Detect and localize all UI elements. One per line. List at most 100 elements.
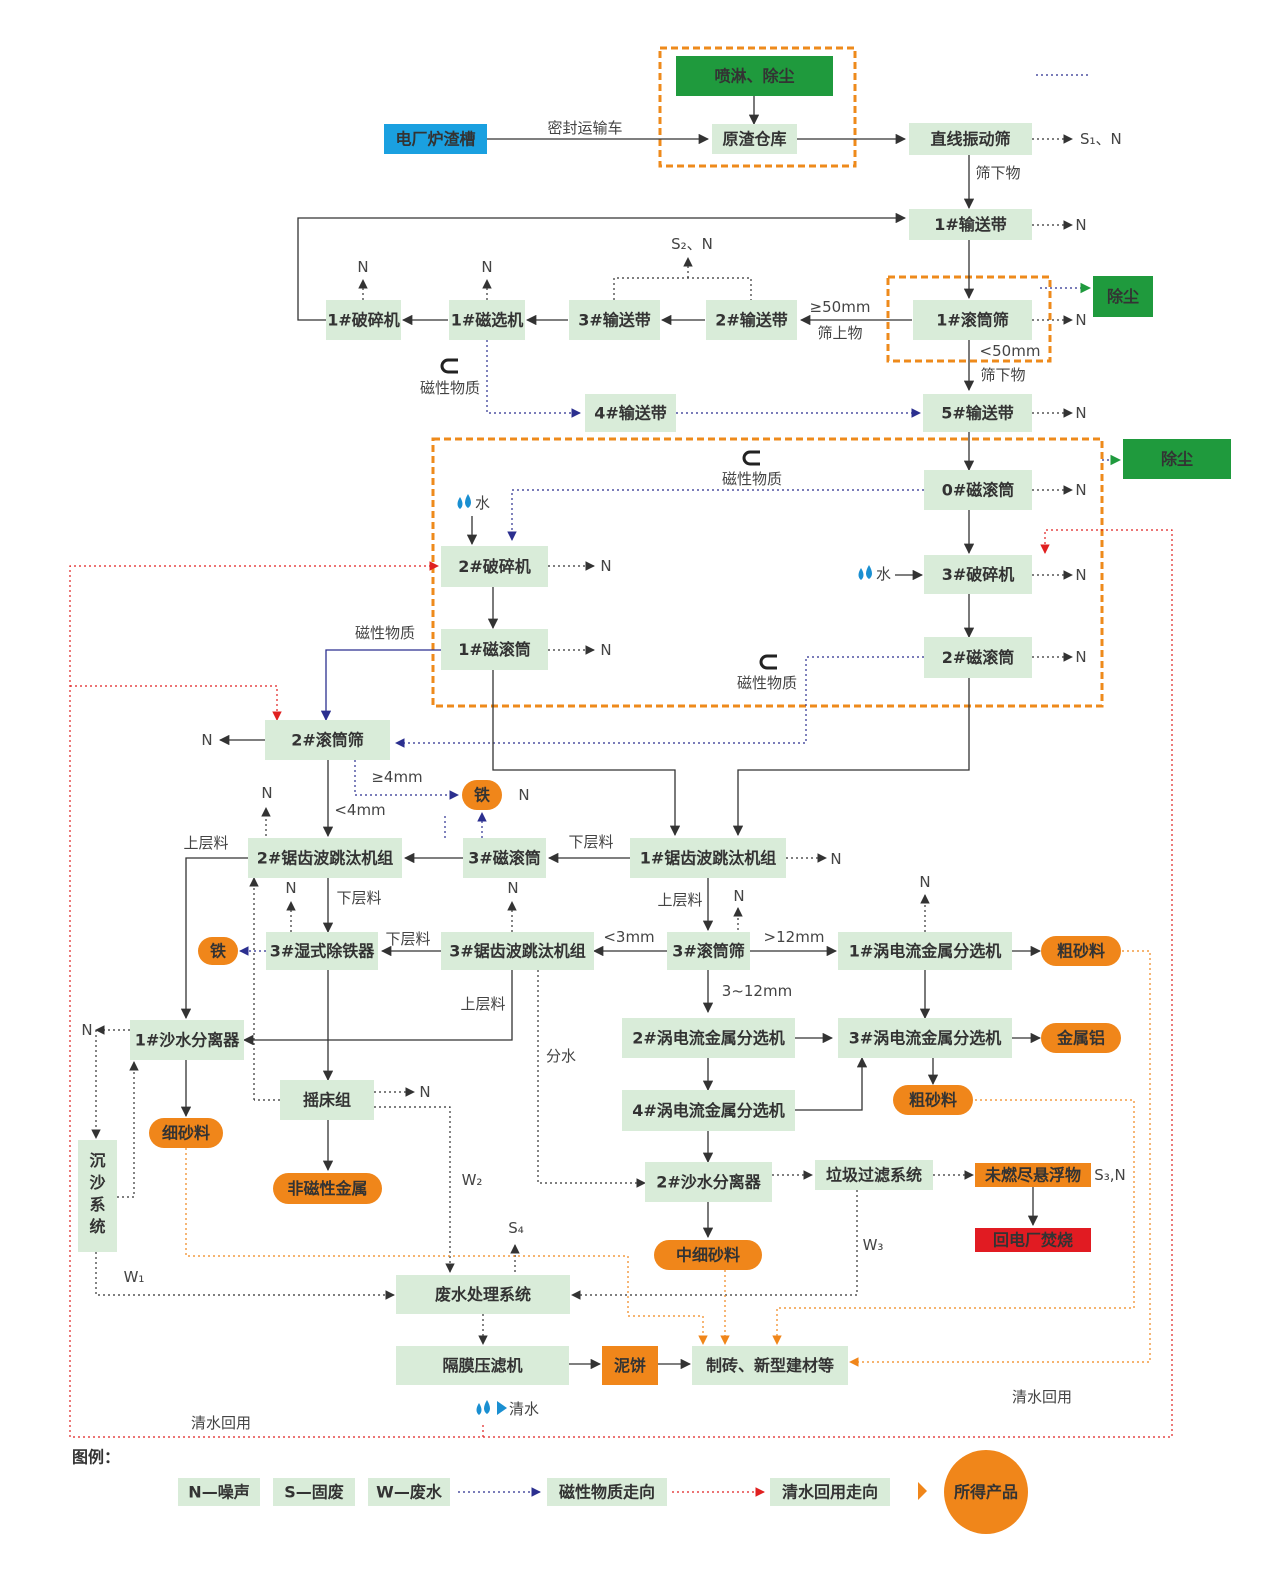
legend-item: W—废水 bbox=[368, 1478, 450, 1506]
legend-product-label: 所得产品 bbox=[954, 1483, 1018, 1502]
node-midfine: 中细砂料 bbox=[654, 1240, 762, 1270]
node-sand1: 1#沙水分离器 bbox=[130, 1020, 244, 1060]
flow-label: 密封运输车 bbox=[547, 119, 622, 137]
noise-label: N bbox=[830, 850, 841, 868]
node-label: 2#锯齿波跳汰机组 bbox=[257, 849, 394, 868]
legend-item: 磁性物质走向 bbox=[547, 1478, 667, 1506]
node-iron2: 铁 bbox=[198, 937, 238, 965]
node-crush3: 3#破碎机 bbox=[924, 555, 1032, 594]
noise-label: N bbox=[733, 887, 744, 905]
flow-label: 水 bbox=[876, 565, 891, 583]
node-label: 2#输送带 bbox=[715, 311, 788, 330]
noise-label: N bbox=[1075, 648, 1086, 666]
node-jig1: 1#锯齿波跳汰机组 bbox=[630, 838, 786, 878]
flow-label: <3mm bbox=[603, 928, 654, 946]
node-label: 制砖、新型建材等 bbox=[706, 1356, 834, 1375]
node-wastewater: 废水处理系统 bbox=[396, 1275, 570, 1314]
node-label: 1#磁选机 bbox=[451, 311, 524, 330]
flow-label: 3~12mm bbox=[722, 982, 792, 1000]
flow-label: S₄ bbox=[508, 1219, 524, 1237]
node-label: 2#沙水分离器 bbox=[656, 1173, 762, 1192]
node-incin: 回电厂焚烧 bbox=[975, 1228, 1091, 1252]
flow-label: 上层料 bbox=[183, 834, 228, 852]
node-mud: 泥饼 bbox=[602, 1346, 658, 1385]
node-drum1: 1#滚筒筛 bbox=[913, 300, 1032, 340]
node-label: 1#磁滚筒 bbox=[458, 640, 531, 659]
node-belt4: 4#输送带 bbox=[585, 394, 676, 432]
node-alu: 金属铝 bbox=[1041, 1023, 1121, 1053]
node-label: 废水处理系统 bbox=[435, 1285, 531, 1304]
node-label: 2#破碎机 bbox=[458, 557, 531, 576]
flow-labels: 密封运输车S₁、N筛下物S₂、N≥50mm筛上物<50mm筛下物磁性物质磁性物质… bbox=[72, 119, 1126, 1534]
flow-label: 筛上物 bbox=[817, 324, 862, 342]
node-mdrum2: 2#磁滚筒 bbox=[924, 637, 1032, 678]
node-garbage: 垃圾过滤系统 bbox=[815, 1160, 933, 1190]
flow-label: W₁ bbox=[124, 1268, 145, 1286]
flow-label: 下层料 bbox=[336, 889, 381, 907]
node-screen-line: 直线振动筛 bbox=[909, 123, 1032, 155]
node-dust1: 除尘 bbox=[1093, 276, 1153, 317]
noise-label: N bbox=[1075, 311, 1086, 329]
main-flow-lines bbox=[180, 96, 1042, 1370]
node-crush1: 1#破碎机 bbox=[326, 300, 401, 340]
node-label: 直线振动筛 bbox=[930, 130, 1010, 149]
node-mdrum1: 1#磁滚筒 bbox=[441, 629, 548, 670]
flow-label: 清水 bbox=[509, 1400, 539, 1418]
node-shaker: 摇床组 bbox=[280, 1080, 374, 1120]
node-label: 沉沙系统 bbox=[89, 1151, 105, 1236]
node-label: 0#磁滚筒 bbox=[942, 481, 1015, 500]
node-mdrum0: 0#磁滚筒 bbox=[924, 470, 1032, 510]
node-label: 4#涡电流金属分选机 bbox=[632, 1101, 785, 1120]
flow-label: S₁、N bbox=[1080, 130, 1122, 148]
node-press: 隔膜压滤机 bbox=[396, 1346, 569, 1385]
node-label: 摇床组 bbox=[303, 1091, 351, 1110]
node-spray: 喷淋、除尘 bbox=[676, 56, 833, 96]
flow-label: 上层料 bbox=[657, 891, 702, 909]
noise-label: N bbox=[919, 873, 930, 891]
noise-label: N bbox=[600, 641, 611, 659]
noise-label: N bbox=[481, 258, 492, 276]
node-label: 2#涡电流金属分选机 bbox=[632, 1029, 785, 1048]
node-raw: 原渣仓库 bbox=[712, 124, 797, 154]
legend-label: S—固废 bbox=[284, 1483, 344, 1502]
node-iron1: 铁 bbox=[462, 780, 502, 810]
node-label: 铁 bbox=[474, 786, 490, 805]
node-sand2: 2#沙水分离器 bbox=[645, 1162, 772, 1202]
flow-label: W₃ bbox=[863, 1236, 884, 1254]
node-drum3: 3#滚筒筛 bbox=[667, 932, 750, 970]
node-label: 原渣仓库 bbox=[722, 130, 786, 149]
flow-label: 下层料 bbox=[568, 833, 613, 851]
node-label: 除尘 bbox=[1107, 287, 1139, 306]
raw-storage-enclosure bbox=[658, 46, 857, 168]
node-crush2: 2#破碎机 bbox=[441, 546, 548, 587]
product-arrow-icon bbox=[918, 1482, 927, 1500]
legend-label: N—噪声 bbox=[188, 1483, 249, 1502]
node-label: 1#沙水分离器 bbox=[135, 1031, 241, 1050]
legend-label: 磁性物质走向 bbox=[559, 1483, 655, 1502]
node-label: 5#输送带 bbox=[941, 404, 1014, 423]
node-label: 1#锯齿波跳汰机组 bbox=[640, 849, 777, 868]
node-label: 粗砂料 bbox=[1057, 942, 1105, 961]
legend-item: 清水回用走向 bbox=[770, 1478, 890, 1506]
flow-label: 磁性物质 bbox=[420, 379, 480, 397]
legend-label: W—废水 bbox=[376, 1483, 443, 1502]
node-label: 3#涡电流金属分选机 bbox=[849, 1029, 1002, 1048]
process-boxes: 喷淋、除尘电厂炉渣槽原渣仓库直线振动筛1#输送带1#滚筒筛除尘2#输送带3#输送… bbox=[78, 56, 1231, 1385]
node-label: 非磁性金属 bbox=[287, 1179, 367, 1198]
legend-item: S—固废 bbox=[273, 1478, 355, 1506]
flow-label: ≥50mm bbox=[810, 298, 871, 316]
noise-label: N bbox=[285, 879, 296, 897]
water-drop-icon bbox=[457, 494, 471, 509]
flow-label: ≥4mm bbox=[371, 768, 422, 786]
flow-label: 筛下物 bbox=[980, 366, 1025, 384]
node-label: 2#滚筒筛 bbox=[291, 731, 364, 750]
node-brick: 制砖、新型建材等 bbox=[692, 1346, 848, 1385]
node-belt5: 5#输送带 bbox=[923, 394, 1032, 432]
node-label: 粗砂料 bbox=[909, 1091, 957, 1110]
node-belt2: 2#输送带 bbox=[706, 300, 797, 340]
node-label: 3#锯齿波跳汰机组 bbox=[449, 942, 586, 961]
node-eddy1: 1#涡电流金属分选机 bbox=[838, 932, 1012, 970]
magnetic-flow-lines bbox=[239, 74, 1122, 956]
node-belt1: 1#输送带 bbox=[909, 209, 1032, 240]
node-source: 电厂炉渣槽 bbox=[384, 124, 487, 154]
